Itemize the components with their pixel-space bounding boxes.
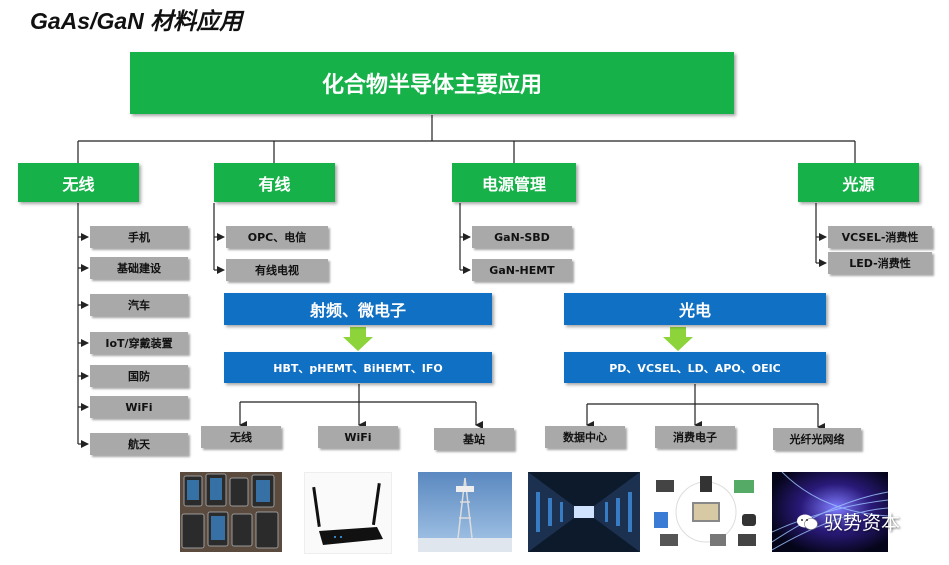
wired-item-opc: OPC、电信	[226, 226, 328, 248]
wireless-item-infrastructure: 基础建设	[90, 257, 188, 279]
light-item-vcsel: VCSEL-消费性	[828, 226, 932, 248]
wireless-item-iot: IoT/穿戴装置	[90, 332, 188, 354]
wechat-icon	[796, 513, 818, 531]
light-item-led: LED-消费性	[828, 252, 932, 274]
page-title: GaAs/GaN 材料应用	[30, 8, 243, 34]
power-item-gan-hemt: GaN-HEMT	[472, 259, 572, 281]
wired-item-catv: 有线电视	[226, 259, 328, 281]
rf-tech-box: HBT、pHEMT、BiHEMT、IFO	[224, 352, 492, 383]
opto-app-datacenter: 数据中心	[545, 426, 625, 448]
datacenter-photo	[528, 472, 640, 552]
router-photo	[304, 472, 392, 554]
category-light: 光源	[798, 163, 919, 202]
wireless-item-defense: 国防	[90, 365, 188, 387]
wireless-item-aerospace: 航天	[90, 433, 188, 455]
base-station-photo	[418, 472, 512, 552]
category-power: 电源管理	[452, 163, 576, 202]
wireless-item-wifi: WiFi	[90, 396, 188, 418]
opto-box: 光电	[564, 293, 826, 325]
watermark-text: 驭势资本	[824, 512, 901, 534]
phones-photo	[180, 472, 282, 552]
rf-app-wireless: 无线	[201, 426, 281, 448]
category-wireless: 无线	[18, 163, 139, 202]
rf-box: 射频、微电子	[224, 293, 492, 325]
wireless-item-auto: 汽车	[90, 294, 188, 316]
consumer-electronics-photo	[650, 472, 762, 552]
main-application-box: 化合物半导体主要应用	[130, 52, 734, 114]
power-item-gan-sbd: GaN-SBD	[472, 226, 572, 248]
category-wired: 有线	[214, 163, 335, 202]
opto-down-arrow-icon	[663, 327, 693, 351]
opto-app-consumer: 消费电子	[655, 426, 735, 448]
watermark: 驭势资本	[796, 508, 900, 535]
opto-app-fiber-network: 光纤光网络	[773, 428, 861, 450]
wireless-item-phone: 手机	[90, 226, 188, 248]
rf-down-arrow-icon	[343, 327, 373, 351]
rf-app-base-station: 基站	[434, 428, 514, 450]
rf-app-wifi: WiFi	[318, 426, 398, 448]
opto-tech-box: PD、VCSEL、LD、APO、OEIC	[564, 352, 826, 383]
fiber-network-photo	[772, 472, 888, 552]
